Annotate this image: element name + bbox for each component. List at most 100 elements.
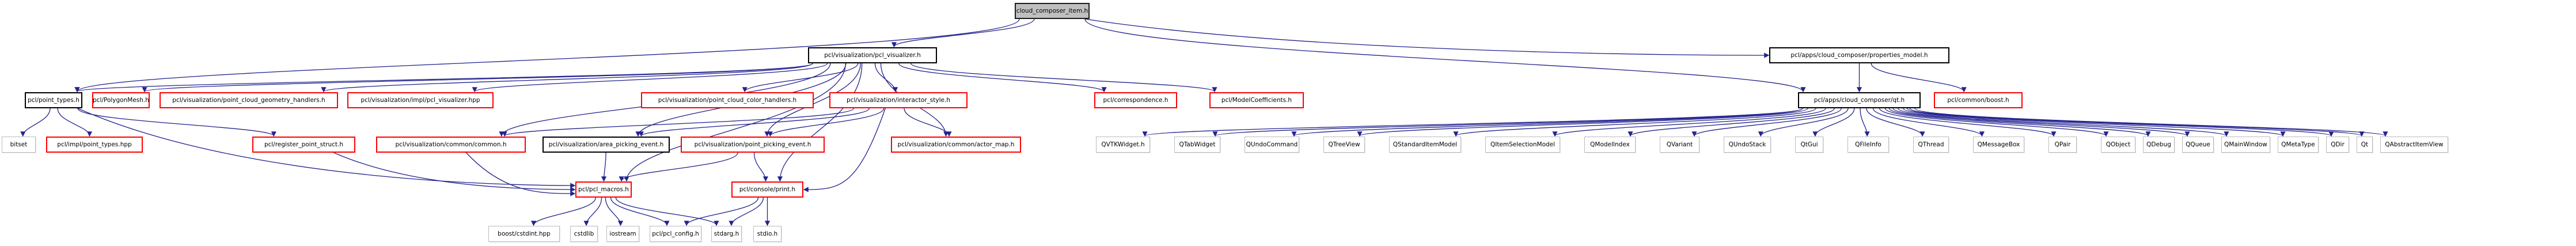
graph-edge-qt-to-qtreeview xyxy=(1357,108,1808,137)
graph-edge-item-to-visualizer xyxy=(891,18,1035,48)
graph-edge-item-to-point_types xyxy=(74,18,1020,93)
graph-edge-visualizer-to-print xyxy=(777,63,863,182)
graph-edge-point_types-to-bitset xyxy=(20,108,51,137)
graph-node-qstandarditemmodel: QStandardItemModel xyxy=(1389,137,1461,153)
graph-node-modelcoeff[interactable]: pcl/ModelCoefficients.h xyxy=(1209,92,1304,108)
graph-edge-point_picking-to-print xyxy=(753,152,768,182)
graph-edge-interactor-to-area_picking xyxy=(639,108,870,137)
graph-node-geom-handlers[interactable]: pcl/visualization/point_cloud_geometry_h… xyxy=(160,92,338,108)
graph-node-qdebug: QDebug xyxy=(2143,137,2175,153)
graph-edge-qt-to-qmainwindow xyxy=(1897,108,2229,137)
graph-edge-qt-to-qobject xyxy=(1884,108,2109,137)
graph-edge-item-to-properties xyxy=(1084,18,1770,58)
graph-node-boost[interactable]: pcl/common/boost.h xyxy=(1934,92,2023,108)
graph-node-macros[interactable]: pcl/pcl_macros.h xyxy=(575,181,632,198)
graph-node-qdir: QDir xyxy=(2326,137,2349,153)
graph-node-area-picking[interactable]: pcl/visualization/area_picking_event.h xyxy=(542,137,670,153)
graph-edge-interactor-to-point_picking xyxy=(767,108,885,137)
graph-node-qabstractitemview: QAbstractItemView xyxy=(2380,137,2448,153)
graph-edge-visualizer-to-modelcoeff xyxy=(910,63,1217,93)
graph-edge-qt-to-qpair xyxy=(1879,108,2057,137)
graph-node-qtreeview: QTreeView xyxy=(1323,137,1365,153)
graph-node-polygonmesh[interactable]: pcl/PolygonMesh.h xyxy=(92,92,150,108)
graph-node-point-types[interactable]: pcl/point_types.h xyxy=(25,92,82,108)
graph-edge-point_types-to-register xyxy=(77,108,276,137)
graph-edge-area_picking-to-macros xyxy=(601,152,607,182)
graph-edge-qt-to-qabstractitemview xyxy=(1914,108,2388,137)
graph-node-qtabwidget: QTabWidget xyxy=(1174,137,1220,153)
graph-node-color-handlers[interactable]: pcl/visualization/point_cloud_color_hand… xyxy=(641,92,814,108)
graph-node-point-picking[interactable]: pcl/visualization/point_picking_event.h xyxy=(681,137,825,153)
graph-edge-qt-to-qmodelindex xyxy=(1627,108,1835,137)
graph-node-qobject: QObject xyxy=(2101,137,2135,153)
graph-edge-print-to-config xyxy=(684,197,759,226)
graph-node-correspondence[interactable]: pcl/correspondence.h xyxy=(1094,92,1177,108)
graph-node-cstdlib: cstdlib xyxy=(570,226,598,242)
graph-edge-qt-to-qvariant xyxy=(1691,108,1842,137)
graph-edge-qt-to-qundocommand xyxy=(1291,108,1803,137)
graph-edge-interactor-to-common xyxy=(502,108,854,137)
graph-edge-point_types-to-point_types_hpp xyxy=(57,108,93,137)
graph-node-cstdint: boost/cstdint.hpp xyxy=(488,226,560,242)
graph-node-interactor[interactable]: pcl/visualization/interactor_style.h xyxy=(829,92,968,108)
graph-node-qt[interactable]: pcl/apps/cloud_composer/qt.h xyxy=(1798,92,1921,108)
graph-edge-qt-to-qdir xyxy=(1906,108,2334,137)
graph-node-actor-map[interactable]: pcl/visualization/common/actor_map.h xyxy=(891,137,1021,153)
graph-node-qmainwindow: QMainWindow xyxy=(2221,137,2270,153)
graph-node-qmodelindex: QModelIndex xyxy=(1584,137,1636,153)
graph-node-register[interactable]: pcl/register_point_struct.h xyxy=(252,137,355,153)
graph-node-qtgui: QtGui xyxy=(1795,137,1823,153)
graph-node-qmessagebox: QMessageBox xyxy=(1973,137,2024,153)
graph-edge-interactor-to-print xyxy=(803,108,886,192)
graph-edge-qt-to-qdebug xyxy=(1888,108,2151,137)
graph-edge-macros-to-config xyxy=(610,197,670,226)
graph-node-print[interactable]: pcl/console/print.h xyxy=(731,181,803,198)
graph-edge-qt-to-qtabwidget xyxy=(1212,108,1803,137)
graph-edge-macros-to-stdarg xyxy=(615,197,719,226)
graph-node-qpair: QPair xyxy=(2048,137,2077,153)
graph-node-qt-ns: Qt xyxy=(2357,137,2373,153)
graph-edge-properties-to-boost xyxy=(1871,63,1967,93)
graph-node-qundostack: QUndoStack xyxy=(1724,137,1771,153)
graph-edge-visualizer-to-correspondence xyxy=(898,63,1107,93)
graph-node-iostream: iostream xyxy=(606,226,639,242)
graph-edge-visualizer-to-macros xyxy=(624,63,846,182)
graph-edge-qt-to-qmetatype xyxy=(1903,108,2286,137)
graph-edge-common-to-macros xyxy=(466,152,576,196)
graph-node-qundocommand: QUndoCommand xyxy=(1245,137,1299,153)
graph-node-item: cloud_composer_item.h xyxy=(1015,3,1090,19)
graph-node-stdio: stdio.h xyxy=(753,226,781,242)
graph-edge-item-to-qt xyxy=(1084,18,1806,93)
graph-edge-qt-to-qqueue xyxy=(1892,108,2190,137)
graph-edge-qt-to-qt_ns xyxy=(1909,108,2365,137)
graph-edge-visualizer-to-point_picking xyxy=(764,63,861,137)
graph-node-qvariant: QVariant xyxy=(1660,137,1699,153)
graph-edge-point_picking-to-macros xyxy=(619,152,738,182)
graph-node-visualizer[interactable]: pcl/visualization/pcl_visualizer.h xyxy=(808,47,937,63)
graph-edge-register-to-macros xyxy=(333,152,576,192)
graph-edge-qt-to-qitemselectionmodel xyxy=(1552,108,1826,137)
graph-edge-visualizer-to-geom_handlers xyxy=(321,63,813,93)
graph-edge-macros-to-cstdlib xyxy=(583,197,602,226)
graph-edge-qt-to-qtgui xyxy=(1812,108,1855,137)
graph-node-qfileinfo: QFileInfo xyxy=(1847,137,1889,153)
graph-edge-qt-to-qmessagebox xyxy=(1873,108,1985,137)
graph-edge-qt-to-qthread xyxy=(1866,108,1925,137)
graph-edge-qt-to-qstandarditemmodel xyxy=(1453,108,1816,137)
graph-edge-qt-to-qundostack xyxy=(1758,108,1849,137)
graph-node-qthread: QThread xyxy=(1913,137,1949,153)
graph-node-qqueue: QQueue xyxy=(2182,137,2214,153)
graph-node-common[interactable]: pcl/visualization/common/common.h xyxy=(376,137,526,153)
graph-node-point-types-hpp[interactable]: pcl/impl/point_types.hpp xyxy=(46,137,143,153)
graph-edge-point_types-to-macros xyxy=(77,108,576,188)
graph-edge-qt-to-qfileinfo xyxy=(1860,108,1870,137)
graph-edge-visualizer-to-polygonmesh xyxy=(142,63,813,93)
graph-edge-macros-to-iostream xyxy=(605,197,624,226)
graph-node-impl-hpp[interactable]: pcl/visualization/impl/pcl_visualizer.hp… xyxy=(347,92,494,108)
graph-node-properties[interactable]: pcl/apps/cloud_composer/properties_model… xyxy=(1769,47,1949,63)
graph-node-config: pcl/pcl_config.h xyxy=(650,226,701,242)
graph-edge-visualizer-to-color_handlers xyxy=(742,63,859,93)
graph-node-qmetatype: QMetaType xyxy=(2278,137,2319,153)
